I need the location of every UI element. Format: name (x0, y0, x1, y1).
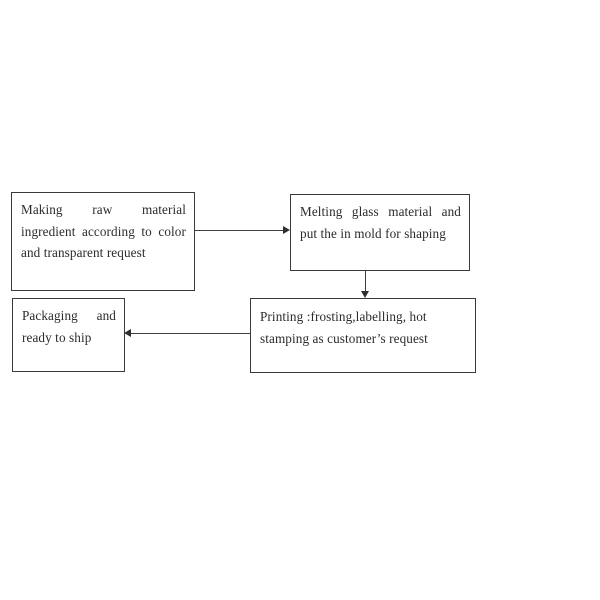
arrow-left-icon (124, 329, 131, 337)
flow-node-printing-label: Printing :frosting,labelling, hot stampi… (260, 309, 428, 346)
flow-node-raw-material[interactable]: Making raw material ingredient according… (11, 192, 195, 291)
flow-node-packaging[interactable]: Packaging and ready to ship (12, 298, 125, 372)
connector-line (195, 230, 284, 231)
connector-line (365, 271, 366, 292)
connector-line (131, 333, 250, 334)
flow-node-raw-material-label: Making raw material ingredient according… (21, 202, 186, 260)
arrow-down-icon (361, 291, 369, 298)
arrow-right-icon (283, 226, 290, 234)
flow-node-melting-label: Melting glass material and put the in mo… (300, 204, 461, 241)
flow-node-packaging-label: Packaging and ready to ship (22, 308, 116, 345)
flow-node-printing[interactable]: Printing :frosting,labelling, hot stampi… (250, 298, 476, 373)
flow-node-melting[interactable]: Melting glass material and put the in mo… (290, 194, 470, 271)
